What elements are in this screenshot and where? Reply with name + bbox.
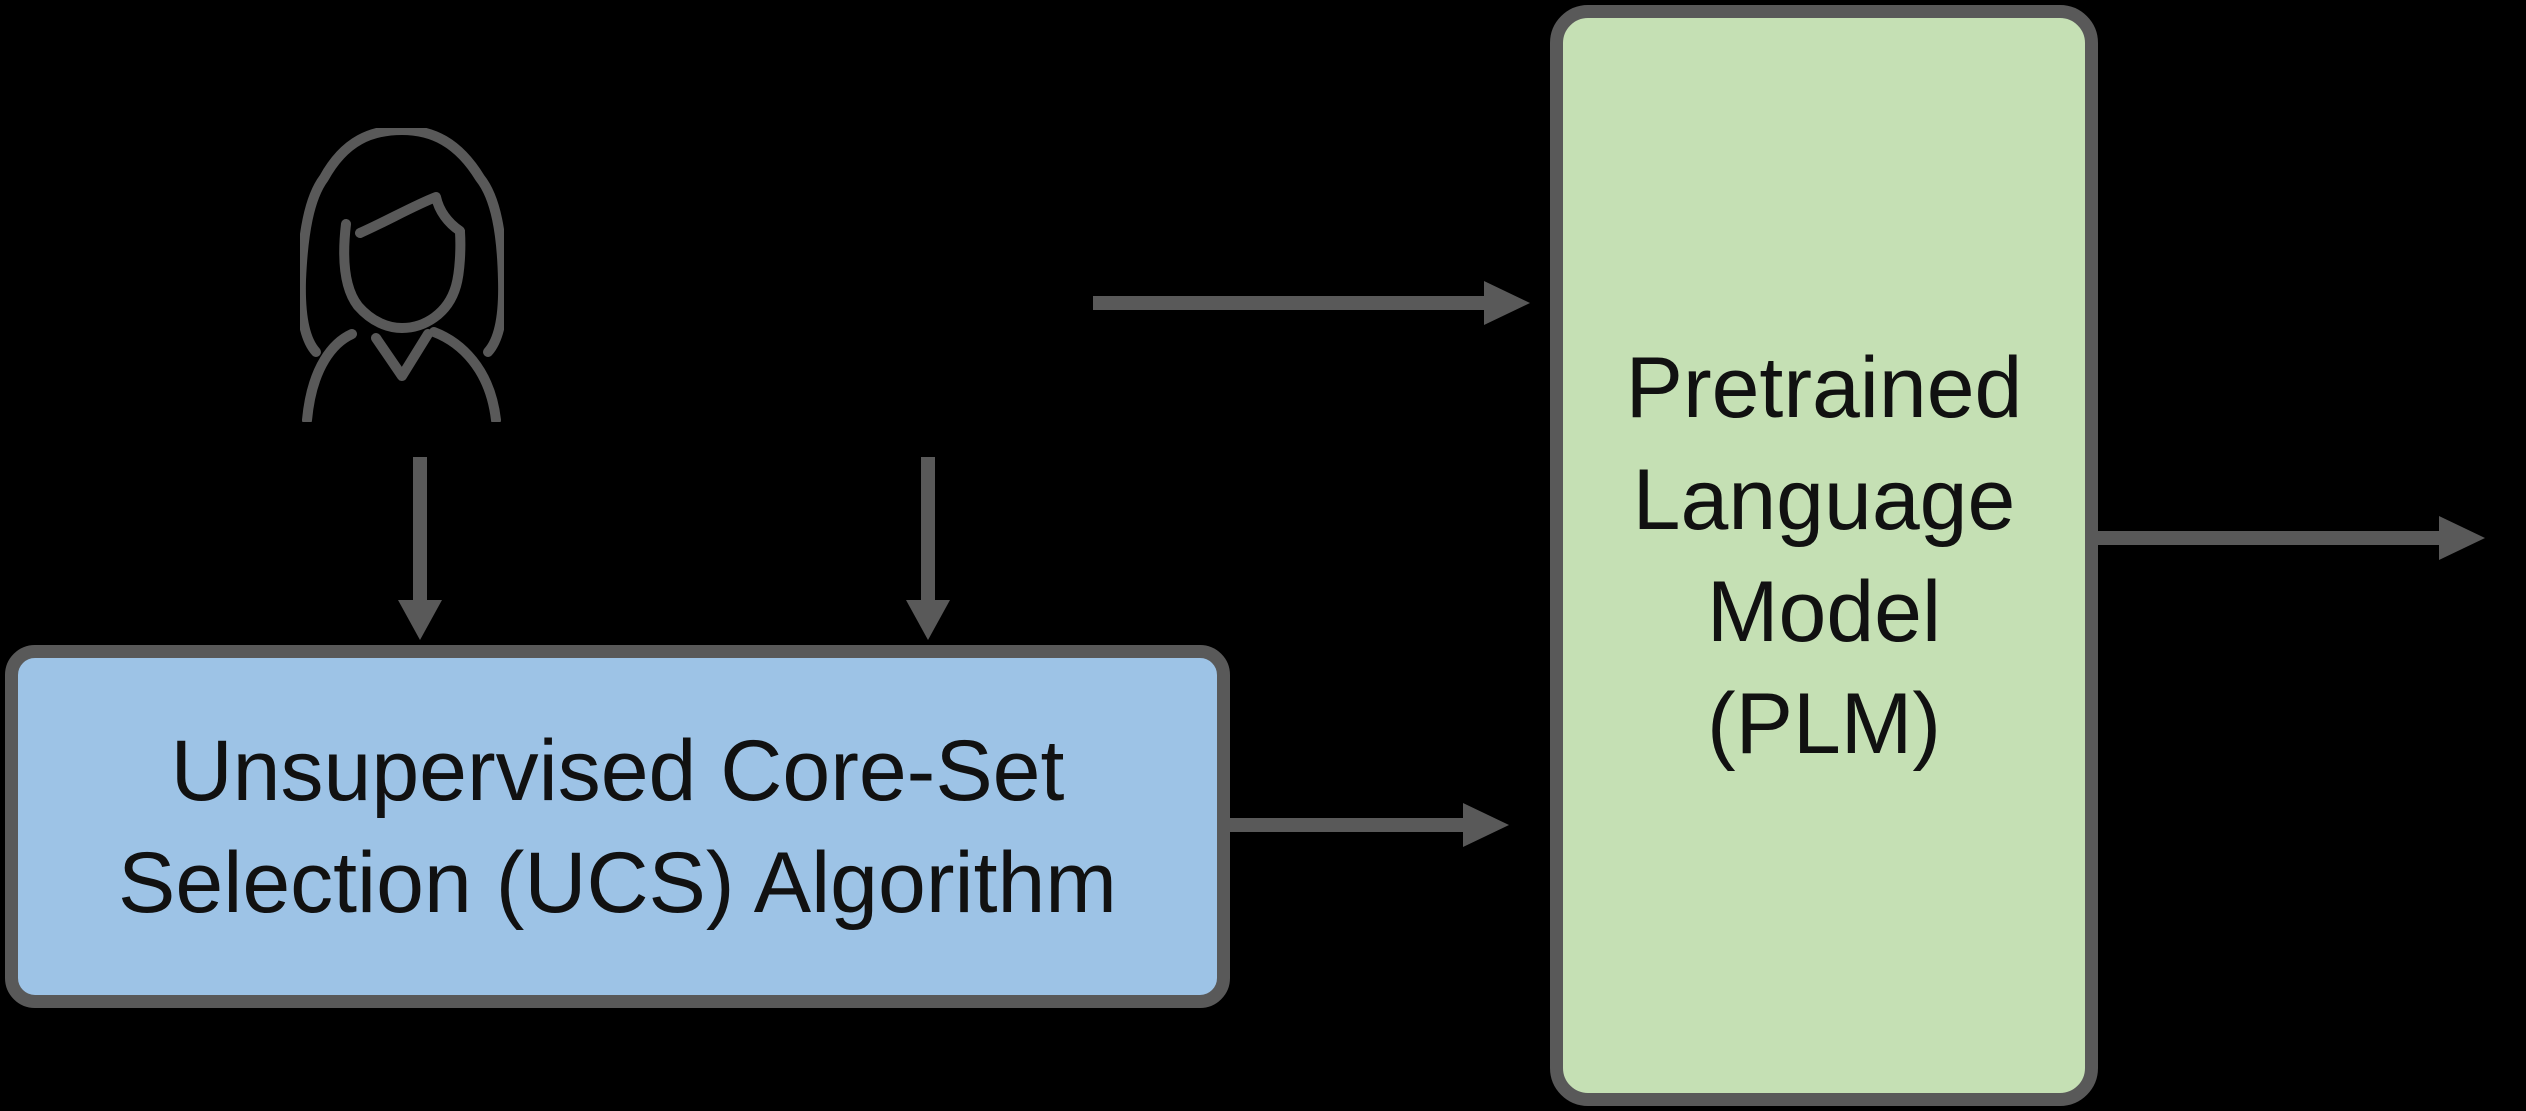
arrow-plm-output-shaft: [2098, 531, 2442, 545]
plm-box: Pretrained Language Model (PLM): [1550, 5, 2098, 1106]
arrow-ucs-to-plm-shaft: [1230, 818, 1466, 832]
person-icon-svg: [300, 128, 504, 422]
arrow-data-to-ucs-shaft: [921, 457, 935, 602]
ucs-algorithm-box: Unsupervised Core-Set Selection (UCS) Al…: [5, 645, 1230, 1008]
ucs-box-line-1: Unsupervised Core-Set: [170, 722, 1065, 819]
arrow-input-to-plm-head: [1484, 281, 1530, 325]
person-icon: [300, 128, 504, 422]
plm-box-line-2: Language: [1632, 451, 2016, 548]
arrow-person-to-ucs-head: [398, 600, 442, 640]
arrow-input-to-plm-shaft: [1093, 296, 1485, 310]
arrow-ucs-to-plm-head: [1463, 803, 1509, 847]
plm-box-line-3: Model: [1706, 563, 1942, 660]
arrow-plm-output-head: [2439, 516, 2485, 560]
plm-box-line-1: Pretrained: [1625, 339, 2023, 436]
arrow-data-to-ucs-head: [906, 600, 950, 640]
ucs-box-line-2: Selection (UCS) Algorithm: [118, 834, 1117, 931]
plm-box-line-4: (PLM): [1706, 675, 1942, 772]
arrow-person-to-ucs-shaft: [413, 457, 427, 602]
